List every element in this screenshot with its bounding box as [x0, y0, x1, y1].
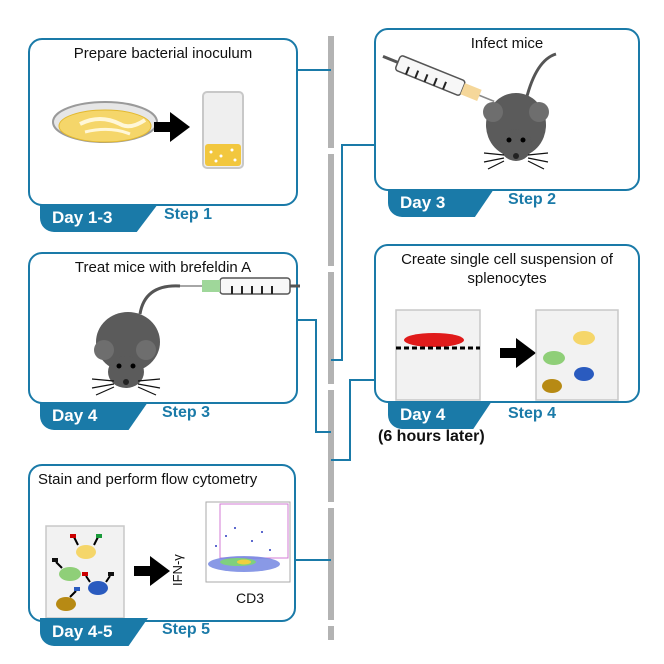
cell-blue — [574, 367, 594, 381]
step4-box: Create single cell suspension of splenoc… — [374, 244, 640, 403]
petri-dish-icon — [52, 101, 158, 143]
step4-day-tab: Day 4 — [388, 401, 492, 429]
flow-ylabel: IFN-γ — [170, 554, 185, 586]
arrow-icon — [500, 338, 536, 368]
cell-brown — [542, 379, 562, 393]
flow-xlabel: CD3 — [236, 590, 265, 606]
step4-label: Step 4 — [508, 405, 557, 422]
mouse-icon — [483, 52, 557, 170]
cell-green — [543, 351, 565, 365]
step3-illustration — [91, 277, 300, 396]
tube-icon — [202, 91, 244, 169]
step3-day-tab: Day 4 — [40, 402, 148, 430]
mouse-icon — [91, 284, 181, 396]
step1-day-tab: Day 1-3 — [40, 204, 158, 232]
step5-illustration — [45, 501, 291, 619]
step2-box: Infect mice — [374, 28, 640, 191]
step2-title: Infect mice — [470, 35, 544, 52]
arrow-icon — [154, 112, 190, 142]
spleen-panel — [395, 309, 481, 401]
step2-day-tab: Day 3 — [388, 189, 494, 217]
syringe-icon — [180, 277, 300, 295]
spleen-icon — [404, 333, 464, 347]
connector-step2 — [331, 144, 374, 361]
step5-box: Stain and perform flow cytometry IFN-γ C… — [28, 464, 296, 622]
step4-illustration — [395, 309, 619, 401]
step5-day-tab: Day 4-5 — [40, 618, 148, 646]
step2-illustration — [382, 52, 557, 170]
arrow-icon — [134, 556, 170, 586]
step1-title: Prepare bacterial inoculum — [73, 45, 253, 62]
step5-title: Stain and perform flow cytometry — [38, 471, 258, 488]
cell-yellow — [573, 331, 595, 345]
step3-label: Step 3 — [162, 404, 211, 421]
connector-step3 — [298, 319, 331, 433]
flow-plot — [205, 501, 291, 583]
connector-step4 — [331, 379, 374, 461]
step4-subday: (6 hours later) — [378, 428, 485, 445]
step3-title: Treat mice with brefeldin A — [74, 259, 252, 276]
step4-title: Create single cell suspension of splenoc… — [401, 251, 613, 287]
step3-box: Treat mice with brefeldin A — [28, 252, 300, 404]
step5-label: Step 5 — [162, 621, 211, 638]
step1-box: Prepare bacterial inoculum — [28, 38, 298, 206]
step1-illustration — [52, 91, 244, 169]
step1-label: Step 1 — [164, 206, 213, 223]
syringe-icon — [382, 55, 495, 103]
step2-label: Step 2 — [508, 191, 557, 208]
